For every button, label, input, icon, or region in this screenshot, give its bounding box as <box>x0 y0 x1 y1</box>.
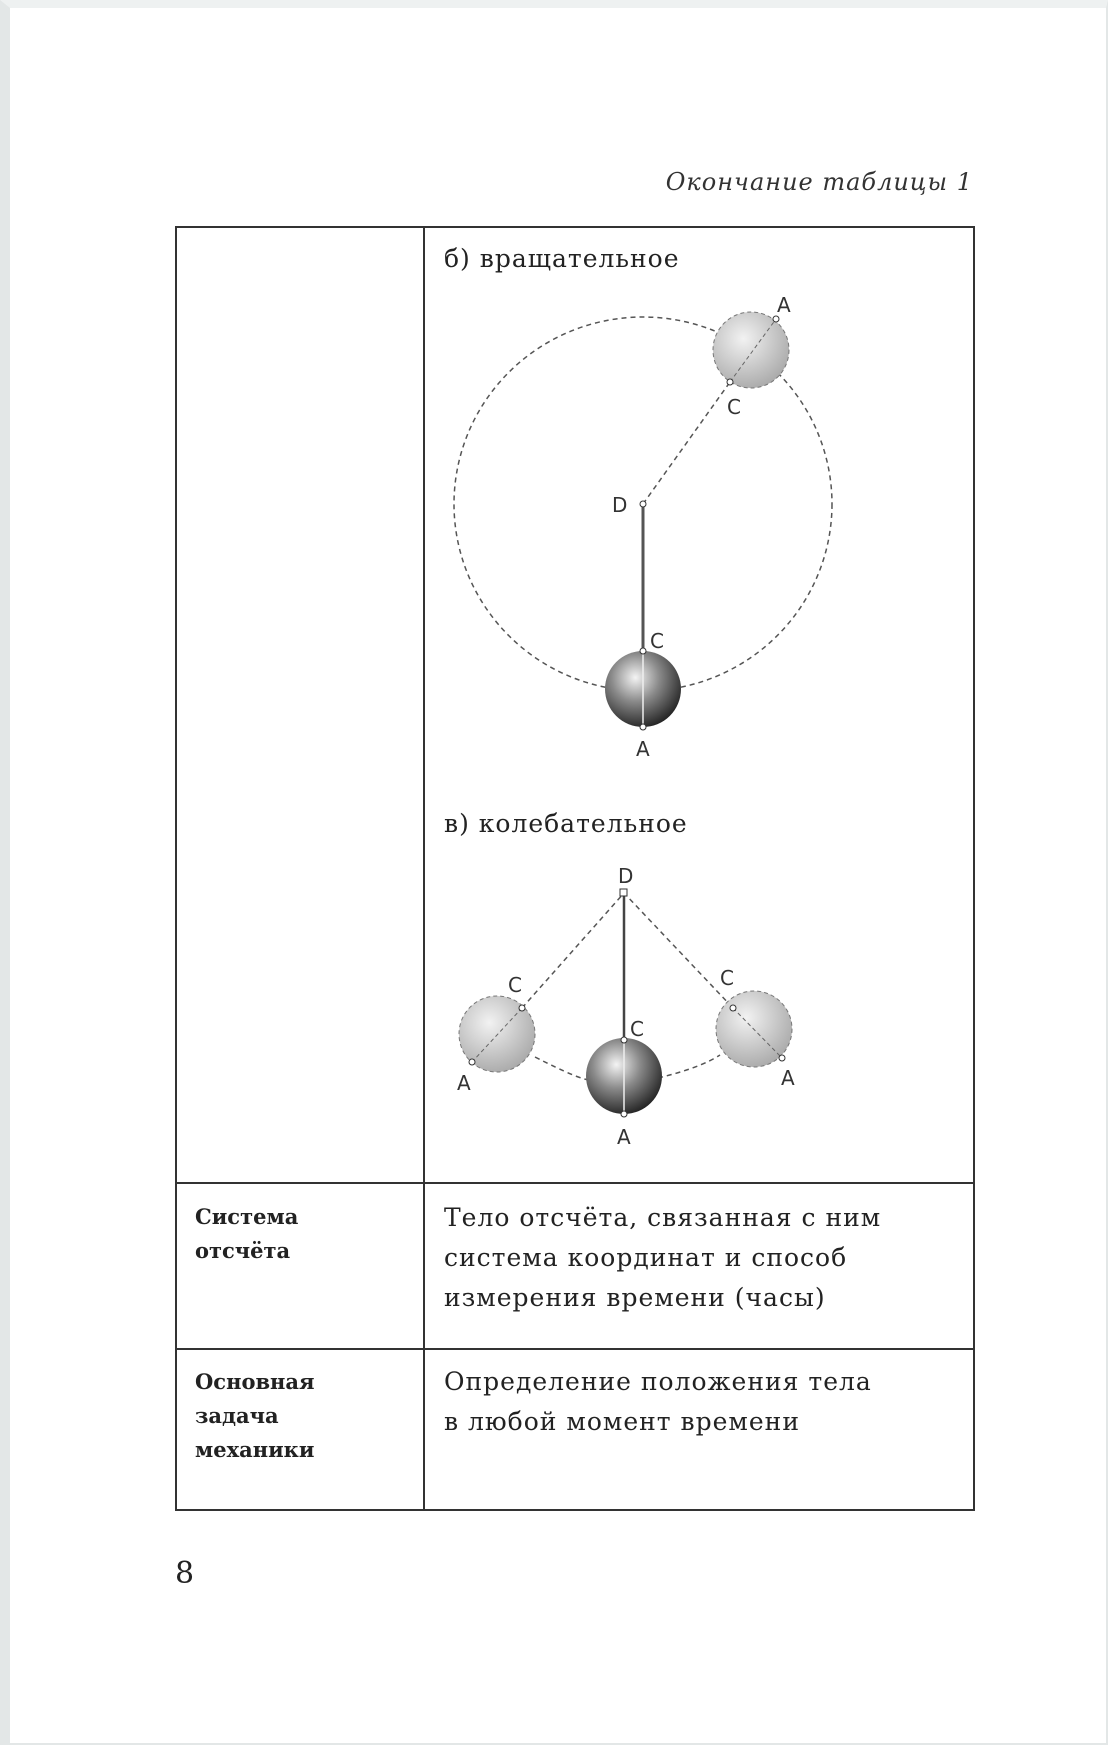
row-divider <box>177 1348 973 1350</box>
point-label: C <box>508 973 522 997</box>
point-label: D <box>612 493 627 517</box>
term-line: Основная <box>195 1369 315 1394</box>
term-line: отсчёта <box>195 1238 291 1263</box>
term-line: механики <box>195 1437 315 1462</box>
definition-line: измерения времени (часы) <box>444 1283 826 1312</box>
point-label: C <box>720 966 734 990</box>
page-number: 8 <box>175 1556 195 1591</box>
definition-line: в любой момент времени <box>444 1407 800 1436</box>
point-label: A <box>457 1071 471 1095</box>
term-line: задача <box>195 1403 279 1428</box>
ball-ghost <box>712 311 790 389</box>
point-label: C <box>727 395 741 419</box>
term-main-task: Основная задача механики <box>195 1365 315 1467</box>
column-divider <box>423 228 425 1509</box>
table-caption: Окончание таблицы 1 <box>665 168 973 196</box>
definition-main-task: Определение положения тела в любой момен… <box>444 1362 872 1442</box>
subsection-oscillatory-label: в) колебательное <box>444 809 688 838</box>
definition-reference-frame: Тело отсчёта, связанная с ним система ко… <box>444 1198 881 1318</box>
orbit-path <box>453 316 833 692</box>
point-label: A <box>636 737 650 761</box>
radius-dashed <box>642 381 731 505</box>
definition-line: система координат и способ <box>444 1243 848 1272</box>
rotational-diagram: A C D C A <box>453 293 833 761</box>
definitions-table: б) вращательное в) колебательное Система… <box>175 226 975 1511</box>
point-label: C <box>650 629 664 653</box>
term-reference-frame: Система отсчёта <box>195 1200 298 1268</box>
definition-line: Тело отсчёта, связанная с ним <box>444 1203 882 1232</box>
point-label: C <box>630 1017 644 1041</box>
point-label: D <box>618 864 633 888</box>
oscillatory-diagram: D C C C A A A <box>457 864 795 1149</box>
row-divider <box>177 1182 973 1184</box>
definition-line: Определение положения тела <box>444 1367 872 1396</box>
point-label: A <box>781 1066 795 1090</box>
point-label: A <box>617 1125 631 1149</box>
point-label: A <box>777 293 791 317</box>
term-line: Система <box>195 1204 299 1229</box>
subsection-rotational-label: б) вращательное <box>444 244 680 273</box>
